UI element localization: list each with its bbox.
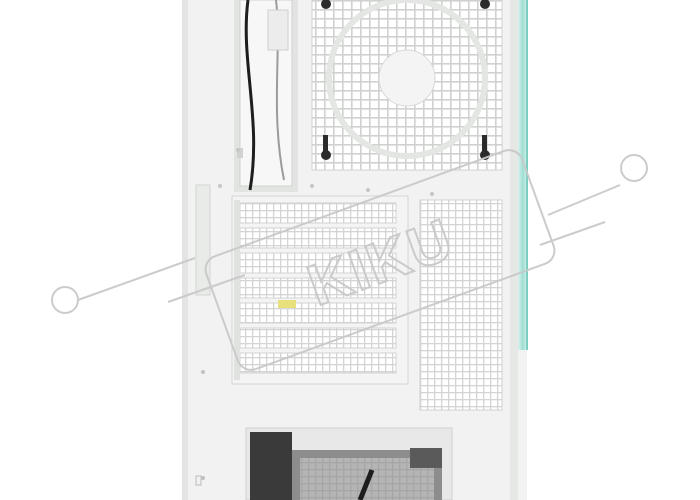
- watermark-node-icon: [620, 154, 648, 182]
- port-label-mark: [195, 475, 202, 486]
- rear-exhaust-fan: [311, 0, 503, 171]
- psu-bay: [245, 427, 453, 500]
- expansion-slots: [231, 195, 409, 385]
- watermark-node-icon: [51, 286, 79, 314]
- fan-screw-icon: [321, 0, 331, 9]
- side-glass-edge: [518, 0, 528, 350]
- io-cavity: [234, 0, 298, 192]
- fan-screw-icon: [480, 0, 490, 9]
